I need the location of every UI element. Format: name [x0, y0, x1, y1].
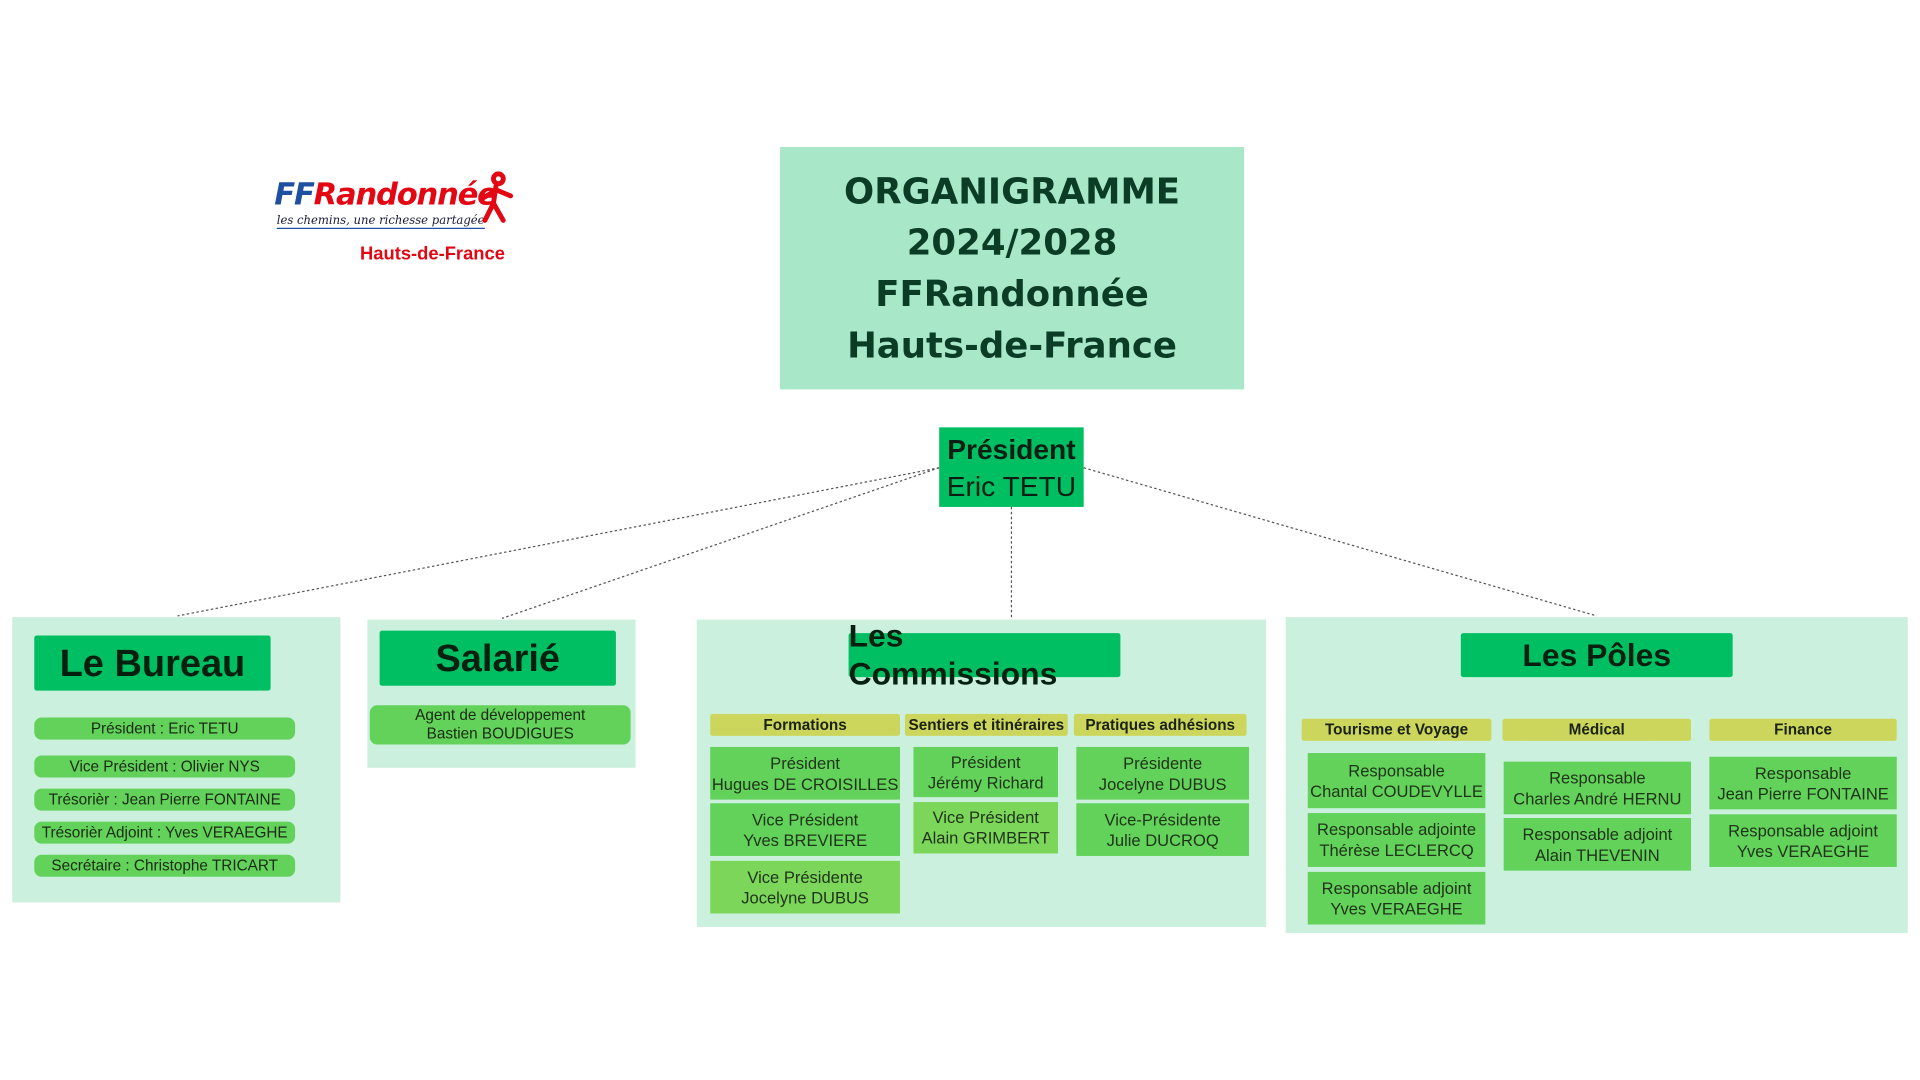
member-name: Jean Pierre FONTAINE — [1717, 784, 1889, 803]
member-role: Vice Président — [751, 810, 859, 829]
bureau-item: Vice Président : Olivier NYS — [34, 755, 296, 778]
salarie-role: Agent de développement — [415, 706, 586, 724]
salarie-item: Agent de développement Bastien BOUDIGUES — [369, 705, 631, 745]
member-name: Chantal COUDEVYLLE — [1310, 781, 1483, 801]
member-role: Responsable — [1549, 768, 1646, 787]
pole-finance: Finance — [1709, 718, 1897, 741]
bureau-item: Trésorièr Adjoint : Yves VERAEGHE — [34, 821, 296, 844]
member-role: Responsable adjoint — [1728, 821, 1878, 840]
president-node: Président Eric TETU — [939, 427, 1084, 507]
commission-formations: Formations — [710, 713, 901, 736]
member-role: Vice Président — [932, 808, 1039, 827]
bureau-item: Président : Eric TETU — [34, 717, 296, 740]
member-name: Alain GRIMBERT — [921, 828, 1050, 848]
bureau-item: Secrétaire : Christophe TRICART — [34, 854, 296, 877]
title-line: 2024/2028 — [906, 221, 1118, 264]
member-role: Responsable adjoint — [1321, 878, 1472, 897]
walker-icon — [480, 171, 514, 223]
logo-tagline: les chemins, une richesse partagée — [276, 214, 485, 229]
member-role: Responsable adjoint — [1522, 824, 1673, 844]
president-role: Président — [947, 432, 1076, 465]
member-role: Présidente — [1123, 753, 1203, 773]
bureau-item: Trésorièr : Jean Pierre FONTAINE — [34, 788, 296, 811]
connector-poles — [1083, 467, 1597, 617]
member-name: Jocelyne DUBUS — [1098, 774, 1227, 793]
pole-medical: Médical — [1502, 718, 1692, 741]
title-line: Hauts-de-France — [847, 324, 1178, 367]
member-role: Vice Présidente — [747, 867, 863, 886]
commissions-header: Les Commissions — [848, 617, 1121, 692]
commission-pratiques: Pratiques adhésions — [1073, 713, 1247, 736]
pole-tourisme: Tourisme et Voyage — [1301, 718, 1492, 741]
commission-sentiers: Sentiers et itinéraires — [904, 713, 1068, 736]
member-name: Yves BREVIERE — [743, 830, 868, 850]
title-line: FFRandonnée — [875, 273, 1149, 315]
bureau-header: Le Bureau — [34, 635, 271, 691]
member-role: Responsable adjointe — [1317, 820, 1477, 839]
member-name: Alain THEVENIN — [1535, 845, 1660, 864]
poles-header: Les Pôles — [1460, 633, 1733, 678]
member-name: Charles André HERNU — [1513, 789, 1682, 808]
member-role: Président — [770, 753, 841, 773]
member-name: Thérèse LECLERCQ — [1319, 841, 1474, 860]
member-role: Responsable — [1348, 761, 1445, 780]
logo-brand-name: Randonnée — [313, 176, 498, 212]
member-name: Hugues DE CROISILLES — [711, 774, 899, 793]
title-line: ORGANIGRAMME — [844, 170, 1181, 212]
member-role: Responsable — [1754, 763, 1852, 782]
member-role: Président — [950, 752, 1021, 771]
salarie-header: Salarié — [379, 630, 616, 686]
member-name: Yves VERAEGHE — [1736, 841, 1870, 861]
connector-salarie — [501, 467, 940, 619]
salarie-name: Bastien BOUDIGUES — [426, 724, 574, 743]
chart-title: ORGANIGRAMME 2024/2028 FFRandonnée Hauts… — [780, 146, 1245, 390]
logo-ff: FF — [274, 176, 315, 212]
logo-region: Hauts-de-France — [360, 243, 505, 265]
member-name: Jocelyne DUBUS — [741, 888, 869, 907]
member-name: Jérémy Richard — [927, 773, 1044, 792]
member-name: Yves VERAEGHE — [1330, 899, 1463, 918]
member-role: Vice-Présidente — [1104, 810, 1221, 829]
member-name: Julie DUCROQ — [1106, 830, 1219, 850]
ffrandonnee-logo: FFRandonnée les chemins, une richesse pa… — [274, 171, 519, 269]
president-name: Eric TETU — [946, 469, 1077, 502]
connector-bureau — [177, 467, 940, 617]
